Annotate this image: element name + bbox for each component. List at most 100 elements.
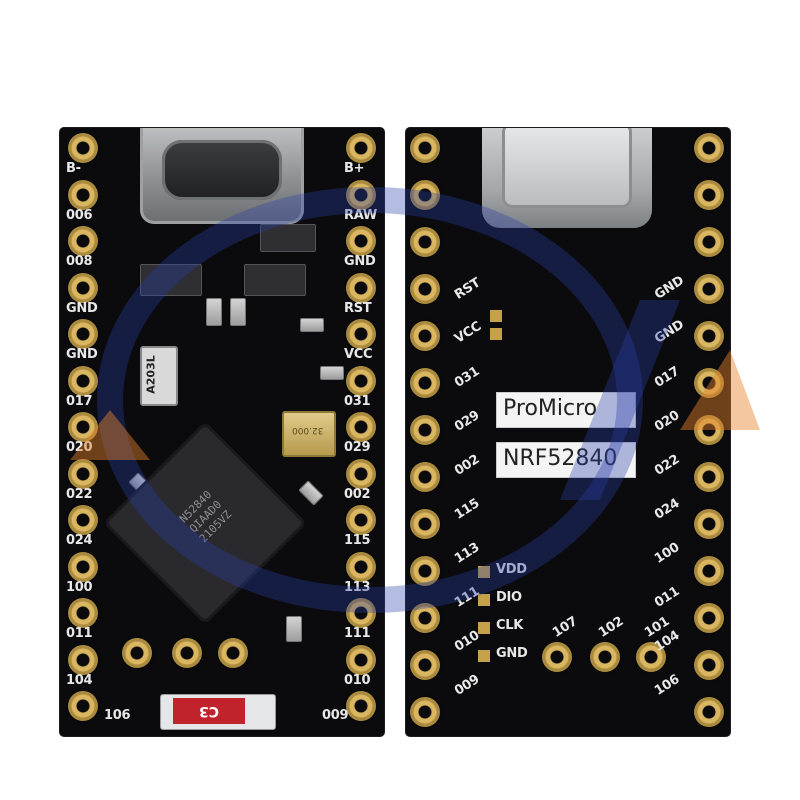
test-pad (490, 310, 502, 322)
pin-pad (346, 133, 376, 163)
pin-pad (590, 642, 620, 672)
pin-pad (346, 458, 376, 489)
pin-pad (694, 227, 724, 257)
pin-pad (346, 365, 376, 396)
pin-pad (68, 412, 98, 442)
pcb-back: ProMicro NRF52840 VDD DIO CLK GND 107 10… (406, 128, 730, 736)
pin-label: GND (66, 300, 98, 316)
pcb-front: A203L 32.000 N52840 QIAAD0 2105VZ C3 (60, 128, 384, 736)
pin-label: 008 (66, 254, 93, 269)
pin-pad (694, 462, 724, 492)
pin-label: 031 (344, 393, 371, 409)
usb-c-connector (140, 128, 304, 224)
pin-label: 106 (104, 708, 131, 723)
pin-pad (68, 458, 98, 489)
pin-pad (694, 133, 724, 163)
component (244, 264, 306, 296)
pin-pad (68, 644, 98, 675)
pin-pad (68, 226, 98, 256)
crystal: 32.000 (282, 411, 336, 457)
board-label-2: NRF52840 (496, 442, 636, 478)
pin-pad (694, 321, 724, 351)
pin-pad (218, 638, 248, 668)
pin-pad (68, 179, 98, 210)
pin-label: 010 (344, 672, 371, 688)
crystal-label: 32.000 (292, 425, 324, 435)
swd-label: DIO (496, 590, 522, 605)
pin-label: 111 (344, 626, 371, 641)
usb-c-connector-back (482, 128, 652, 228)
pin-label: RST (344, 300, 372, 316)
pin-pad (346, 319, 376, 349)
pin-pad (68, 133, 98, 163)
pin-pad (410, 556, 440, 586)
pin-pad (346, 598, 376, 628)
pin-pad (410, 274, 440, 304)
pin-pad (68, 272, 98, 303)
component (206, 298, 222, 326)
pin-pad (346, 272, 376, 303)
reset-button-label: C3 (173, 698, 245, 724)
pin-label: 002 (344, 486, 371, 502)
pin-label: B- (66, 161, 81, 176)
pin-label: RAW (344, 207, 377, 223)
pin-pad (410, 227, 440, 257)
swd-pad-dio (478, 594, 490, 606)
pin-label: 006 (66, 207, 93, 223)
pin-pad (346, 179, 376, 210)
pin-pad (410, 462, 440, 492)
pin-label: GND (344, 254, 376, 269)
pin-label: 115 (344, 533, 371, 548)
pin-pad (694, 415, 724, 445)
pin-label: 017 (66, 393, 93, 409)
oscillator-label: A203L (144, 355, 158, 394)
pin-pad (410, 368, 440, 398)
pin-pad (694, 368, 724, 398)
reset-button[interactable]: C3 (160, 694, 276, 730)
pin-label: B+ (344, 161, 365, 176)
board-label-1: ProMicro (496, 392, 636, 428)
pin-label: 020 (66, 440, 93, 455)
pin-pad (410, 321, 440, 351)
pin-pad (410, 180, 440, 210)
pin-pad (410, 415, 440, 445)
swd-label: GND (496, 646, 528, 661)
oscillator: A203L (140, 346, 178, 406)
pin-label: 022 (66, 486, 93, 502)
component (260, 224, 316, 252)
pin-pad (346, 226, 376, 256)
usb-c-shell (502, 128, 632, 208)
pin-pad (410, 650, 440, 680)
chip-name: NRF52840 (503, 446, 618, 471)
pin-pad (636, 642, 666, 672)
swd-pad-vdd (478, 566, 490, 578)
pin-pad (694, 650, 724, 680)
pin-pad (346, 691, 376, 721)
pin-label: 113 (344, 579, 371, 595)
swd-label: CLK (496, 618, 523, 633)
pin-pad (694, 697, 724, 727)
board-name: ProMicro (503, 396, 598, 421)
pin-label: 009 (322, 708, 349, 723)
pin-label: 029 (344, 440, 371, 455)
pin-pad (410, 509, 440, 539)
pin-pad (68, 598, 98, 628)
pin-pad (346, 505, 376, 535)
component (140, 264, 202, 296)
pin-label: 011 (66, 626, 93, 641)
pin-pad (346, 551, 376, 582)
pin-label: 102 (596, 614, 627, 641)
component (300, 318, 324, 332)
pin-pad (172, 638, 202, 668)
test-pad (490, 328, 502, 340)
pin-pad (542, 642, 572, 672)
pin-pad (410, 603, 440, 633)
pin-label: 024 (66, 533, 93, 548)
pin-pad (694, 603, 724, 633)
component (230, 298, 246, 326)
pin-pad (68, 551, 98, 582)
usb-c-port (162, 140, 282, 200)
swd-pad-gnd (478, 650, 490, 662)
component (298, 480, 324, 506)
pin-pad (68, 505, 98, 535)
